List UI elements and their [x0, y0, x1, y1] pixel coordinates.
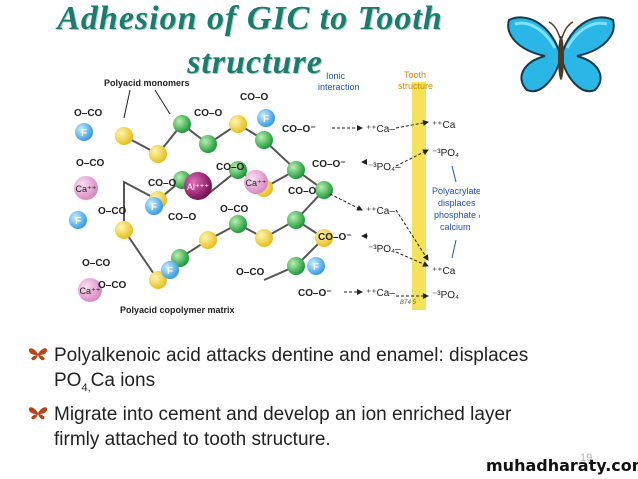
group-co-o-3: CO–O	[240, 92, 269, 103]
group-co-o-minus-1: CO–O⁻	[282, 124, 316, 135]
interaction-po4-1: ⁻³PO₄–	[368, 162, 401, 173]
ion-f-5: F	[167, 266, 173, 277]
adhesion-diagram: Tooth structure BT4 5 Polyacid monomers …	[69, 70, 480, 315]
note-pointer-bottom	[451, 239, 457, 259]
polyacrylate-note-2: displaces	[438, 198, 476, 208]
tooth-po4-2: ⁻³PO₄	[432, 290, 459, 301]
monomer-pointer-2	[154, 89, 171, 115]
group-co-o-5: CO–O	[168, 212, 197, 223]
calcium-ion-3	[78, 278, 102, 302]
ion-ca-2: Ca⁺⁺	[245, 178, 266, 188]
ion-ca-3: Ca⁺⁺	[79, 286, 100, 296]
green-monomer-beads	[171, 115, 333, 275]
group-co-o-6: CO–O	[288, 186, 317, 197]
polymer-chain-branch	[263, 219, 326, 281]
figure-code: BT4 5	[400, 300, 417, 306]
group-co-o-minus-2: CO–O⁻	[312, 159, 346, 170]
interaction-ca-2: ⁺⁺Ca–	[366, 206, 395, 217]
tooth-structure-label-1: Tooth	[404, 70, 426, 80]
group-co-o-2: CO–O	[194, 108, 223, 119]
group-co-o-minus-3: CO–O⁻	[318, 232, 352, 243]
ion-f-6: F	[313, 262, 319, 273]
matrix-label: Polyacid copolymer matrix	[120, 305, 235, 315]
ion-f-3: F	[151, 202, 157, 213]
group-label-left-3: O–CO	[98, 206, 127, 217]
group-label-left-1: O–CO	[74, 108, 103, 119]
page-number: 19	[580, 452, 593, 464]
group-label-left-7: O–CO	[220, 204, 249, 215]
group-label-left-4: O–CO	[82, 258, 111, 269]
watermark: muhadharaty.com	[486, 456, 638, 475]
calcium-ion-2	[244, 170, 268, 194]
group-co-o-4: CO–O	[216, 162, 245, 173]
yellow-monomer-beads	[115, 115, 333, 289]
note-pointer-top	[451, 165, 457, 183]
bullet-1-line-2: PO4,Ca ions	[54, 370, 156, 394]
slide-title-line2: structure	[187, 44, 323, 81]
tooth-structure-label-2: structure	[398, 81, 433, 91]
aluminium-ion	[184, 172, 212, 200]
bullet-2-line-2: firmly attached to tooth structure.	[54, 429, 331, 450]
interaction-ca-3: ⁺⁺Ca–	[366, 288, 395, 299]
tooth-ca-2: ⁺⁺Ca	[432, 266, 456, 277]
ion-ca-1: Ca⁺⁺	[75, 184, 96, 194]
group-co-o-1: CO–O	[148, 178, 177, 189]
tooth-ca-1: ⁺⁺Ca	[432, 120, 456, 131]
butterfly-bullet-icon	[28, 407, 48, 420]
ionic-interaction-label-1: Ionic	[326, 71, 346, 81]
ion-f-2: F	[263, 114, 269, 125]
polyacid-monomers-label: Polyacid monomers	[104, 78, 190, 88]
tooth-po4-1: ⁻³PO₄	[432, 148, 459, 159]
polyacrylate-note-3: phosphate &	[434, 210, 480, 220]
ion-f-1: F	[81, 128, 87, 139]
calcium-ion-1	[74, 176, 98, 200]
interaction-ca-1: ⁺⁺Ca–	[366, 124, 395, 135]
group-co-o-minus-4: CO–O⁻	[298, 288, 332, 299]
ionic-interaction-arrows	[329, 119, 429, 299]
tooth-structure-bar	[412, 82, 426, 310]
group-label-left-5: O–CO	[98, 280, 127, 291]
slide-title-line1: Adhesion of GIC to Tooth	[57, 0, 443, 37]
polyacrylate-note-4: calcium	[440, 222, 471, 232]
group-label-left-6: O–CO	[236, 267, 265, 278]
butterfly-bullet-icon	[28, 348, 48, 361]
interaction-po4-2: ⁻³PO₄–	[368, 244, 401, 255]
bullet-1-line-1: Polyalkenoic acid attacks dentine and en…	[54, 345, 529, 366]
monomer-pointer-1	[123, 89, 131, 119]
group-label-left-2: O–CO	[76, 158, 105, 169]
polyacrylate-note-1: Polyacrylate	[432, 186, 480, 196]
fluoride-ions	[69, 109, 325, 279]
ionic-interaction-label-2: interaction	[318, 82, 360, 92]
butterfly-icon	[507, 16, 615, 93]
ion-f-4: F	[75, 216, 81, 227]
ion-al: Al⁺⁺⁺	[187, 182, 210, 192]
bullet-2-line-1: Migrate into cement and develop an ion e…	[54, 404, 512, 425]
